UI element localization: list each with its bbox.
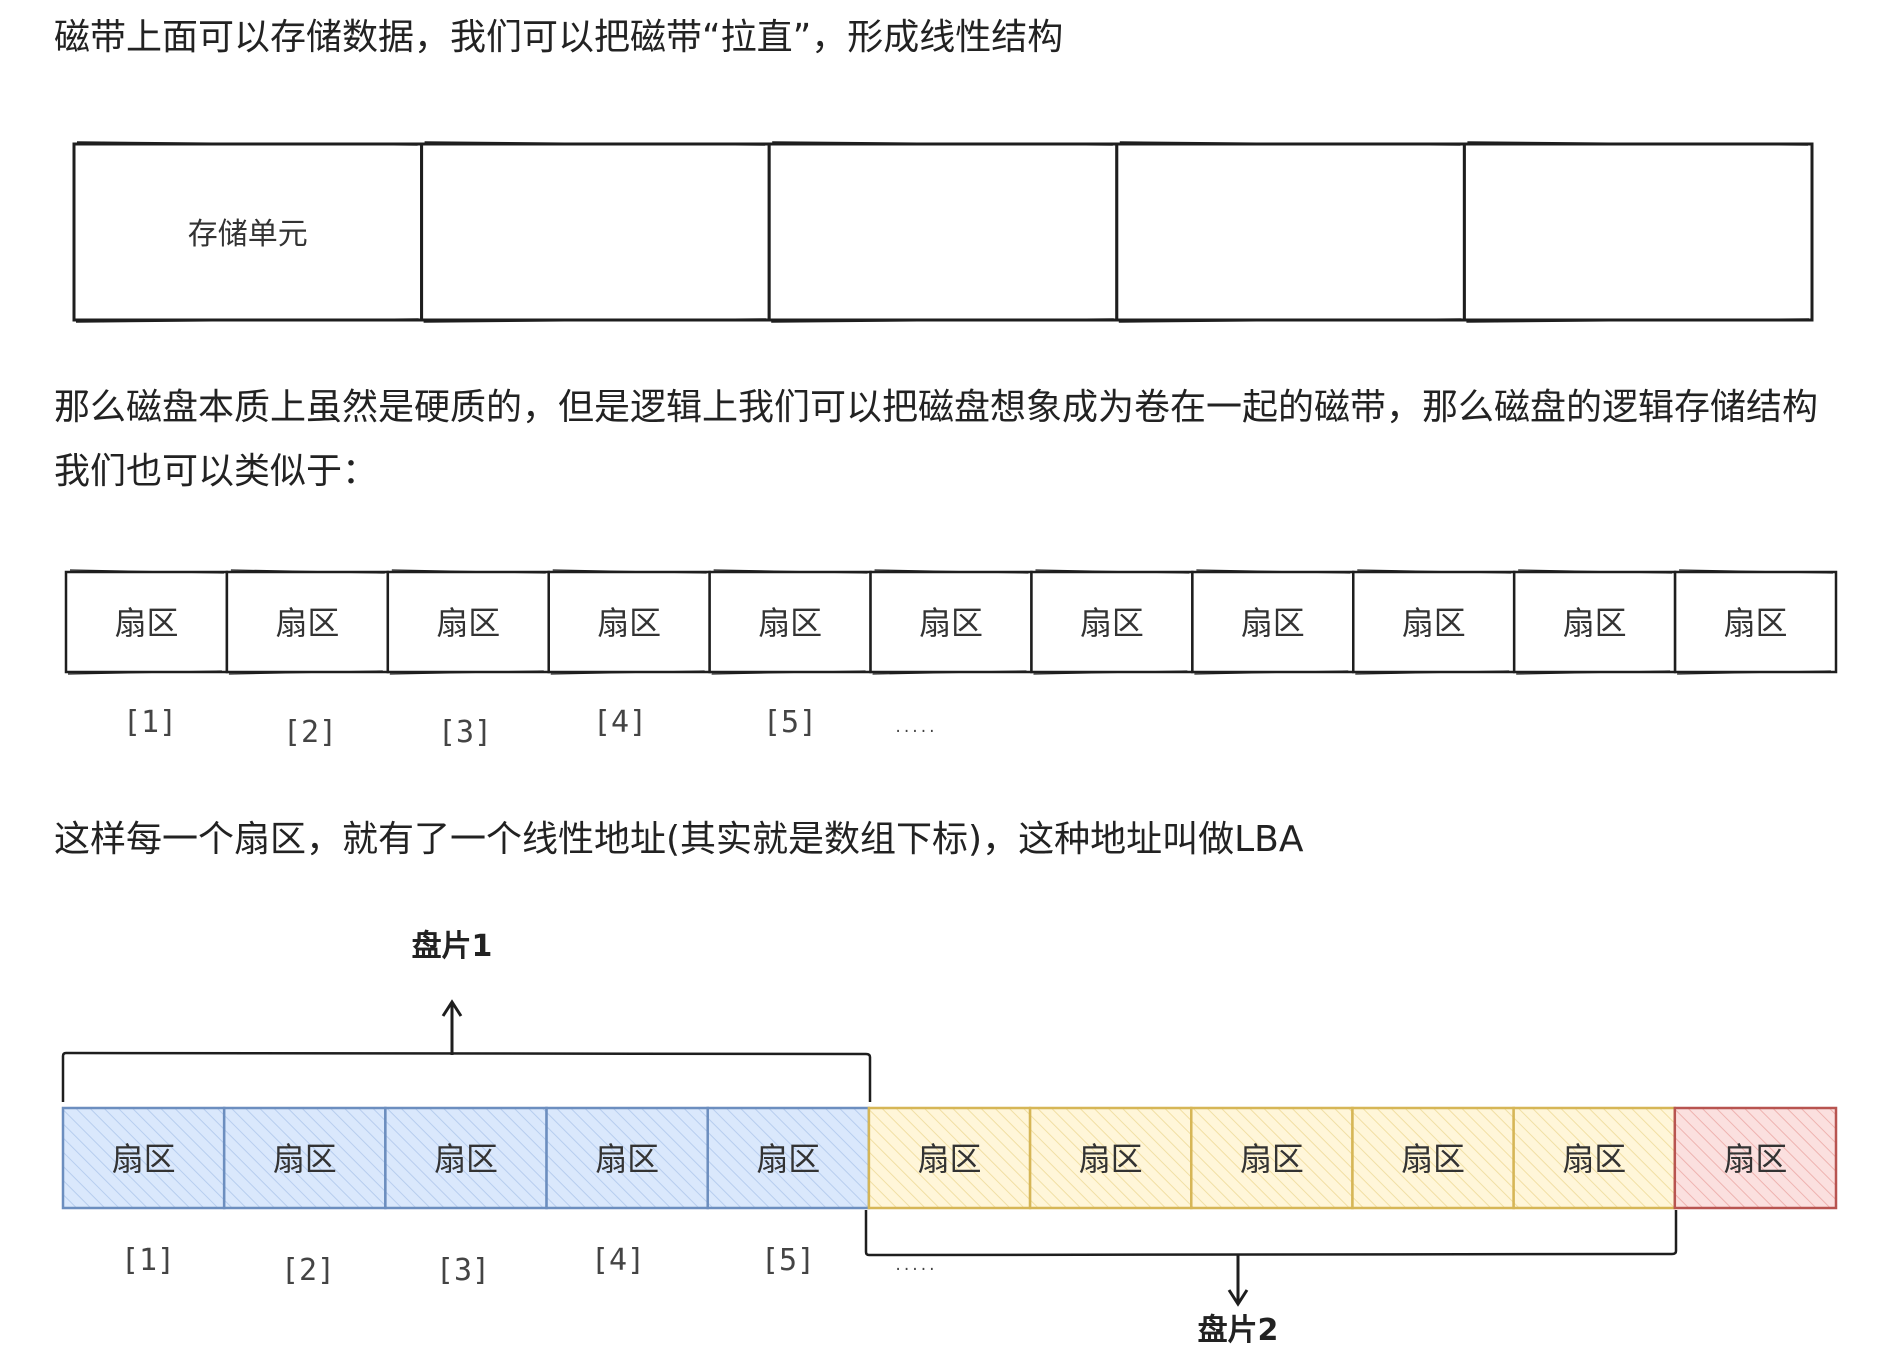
- sector-cell-sketch: [389, 569, 546, 675]
- plate-sector-cell-blue: [222, 1106, 387, 1210]
- plate-sector-cell-yellow: [1190, 1106, 1354, 1210]
- plate-sector-cell-red: [1673, 1106, 1838, 1210]
- tape-cell-sketch: [1466, 141, 1810, 323]
- sector-cell: [1191, 570, 1355, 674]
- sector-cell-label: 扇区: [436, 604, 500, 642]
- sector-cell: [1512, 570, 1677, 674]
- tape-cell-sketch: [771, 141, 1114, 323]
- sector-cell-label: 扇区: [1724, 604, 1788, 642]
- plate-sector-cell-yellow: [867, 1106, 1032, 1210]
- plate-index: [3]: [436, 1253, 490, 1288]
- plate-sector-label: 扇区: [434, 1140, 498, 1178]
- sector-cell-sketch: [550, 569, 707, 675]
- sector-index: [2]: [283, 715, 337, 750]
- plate-sector-label: 扇区: [1401, 1140, 1465, 1178]
- sector-index-ellipsis: .....: [894, 720, 936, 736]
- plate-sector-cell-blue: [61, 1106, 226, 1210]
- plate-index: [1]: [121, 1243, 175, 1278]
- plate1-bracket: [61, 1051, 872, 1102]
- plate-index: [5]: [761, 1243, 815, 1278]
- plate2-label: 盘片2: [1198, 1313, 1279, 1348]
- sector-cell: [1673, 570, 1838, 674]
- tape-cell-sketch: [1118, 141, 1462, 323]
- sector-diagram: 扇区 扇区 扇区 扇区 扇区 扇区 扇区 扇区 扇区 扇区 扇区 [1] [2] [3] [4] [5]..…: [64, 569, 1838, 750]
- sector-cell-label: 扇区: [114, 604, 178, 642]
- sector-index: [1]: [123, 705, 177, 740]
- plate-sector-label: 扇区: [1723, 1140, 1787, 1178]
- plate-sector-label: 扇区: [756, 1140, 820, 1178]
- plate-index: [4]: [591, 1243, 645, 1278]
- plate-index: [2]: [281, 1253, 335, 1288]
- plate1-arrow: [441, 999, 463, 1055]
- sector-cell-label: 扇区: [275, 604, 339, 642]
- sector-cell-sketch: [1677, 569, 1834, 675]
- sector-cell-sketch: [67, 569, 224, 675]
- plate-sector-cell-blue: [545, 1106, 709, 1210]
- plate-sector-cell-yellow: [1512, 1106, 1677, 1210]
- tape-diagram: 存储单元: [72, 141, 1814, 323]
- tape-cell: [767, 142, 1119, 322]
- tape-cell-sketch: [423, 141, 767, 323]
- tape-cell: [1462, 142, 1814, 322]
- sector-cell-sketch: [711, 569, 868, 675]
- sector-cell-sketch: [1194, 569, 1351, 675]
- plate2-arrow: [1227, 1255, 1249, 1307]
- sector-cell-label: 扇区: [1563, 604, 1627, 642]
- tape-cell: [1115, 142, 1466, 322]
- sector-cell-sketch: [1033, 569, 1190, 675]
- plate-sector-cell-blue: [706, 1106, 871, 1210]
- plate-sector-label: 扇区: [273, 1140, 337, 1178]
- plate-sector-label: 扇区: [112, 1140, 176, 1178]
- sector-cell: [1352, 570, 1516, 674]
- sector-cell: [547, 570, 711, 674]
- tape-cell: [72, 142, 424, 322]
- plate-sector-cell-blue: [384, 1106, 548, 1210]
- sector-cell-label: 扇区: [597, 604, 661, 642]
- sector-cell-sketch: [1355, 569, 1512, 675]
- sector-cell-label: 扇区: [1241, 604, 1305, 642]
- plate-sector-label: 扇区: [1240, 1140, 1304, 1178]
- plate2-bracket: [864, 1210, 1678, 1257]
- paragraph-lba: 这样每一个扇区，就有了一个线性地址(其实就是数组下标)，这种地址叫做LBA: [54, 819, 1304, 860]
- sector-index: [5]: [763, 705, 817, 740]
- tape-cell-label: 存储单元: [188, 217, 308, 252]
- sector-cell-sketch: [1516, 569, 1673, 675]
- plate1-label: 盘片1: [412, 929, 493, 964]
- tape-cell: [420, 142, 771, 322]
- sector-cell-label: 扇区: [1080, 604, 1144, 642]
- sector-cell-label: 扇区: [758, 604, 822, 642]
- plate-sector-cell-yellow: [1028, 1106, 1193, 1210]
- tape-cell-sketch: [75, 141, 419, 323]
- sector-cell-sketch: [228, 569, 385, 675]
- paragraph-disk-logic: 那么磁盘本质上虽然是硬质的，但是逻辑上我们可以把磁盘想象成为卷在一起的磁带，那么…: [54, 387, 1819, 492]
- sector-index: [4]: [593, 705, 647, 740]
- sector-index: [3]: [438, 715, 492, 750]
- sector-cell: [708, 570, 872, 674]
- plate-sector-label: 扇区: [917, 1140, 981, 1178]
- plate-sector-label: 扇区: [1562, 1140, 1626, 1178]
- plate-sector-label: 扇区: [1079, 1140, 1143, 1178]
- sector-cell-sketch: [872, 569, 1029, 675]
- plate-sector-label: 扇区: [595, 1140, 659, 1178]
- sector-cell-label: 扇区: [919, 604, 983, 642]
- plate-diagram: 盘片1 扇区 扇区 扇区 扇区 扇区 扇区 扇区 扇区 扇区 扇区 扇区 [1] [2] [3] [4] […: [61, 929, 1838, 1348]
- paragraph-intro: 磁带上面可以存储数据，我们可以把磁带“拉直”，形成线性结构: [54, 17, 1064, 58]
- sector-cell: [64, 570, 229, 674]
- plate-index-ellipsis: .....: [894, 1258, 936, 1274]
- sector-cell-label: 扇区: [1402, 604, 1466, 642]
